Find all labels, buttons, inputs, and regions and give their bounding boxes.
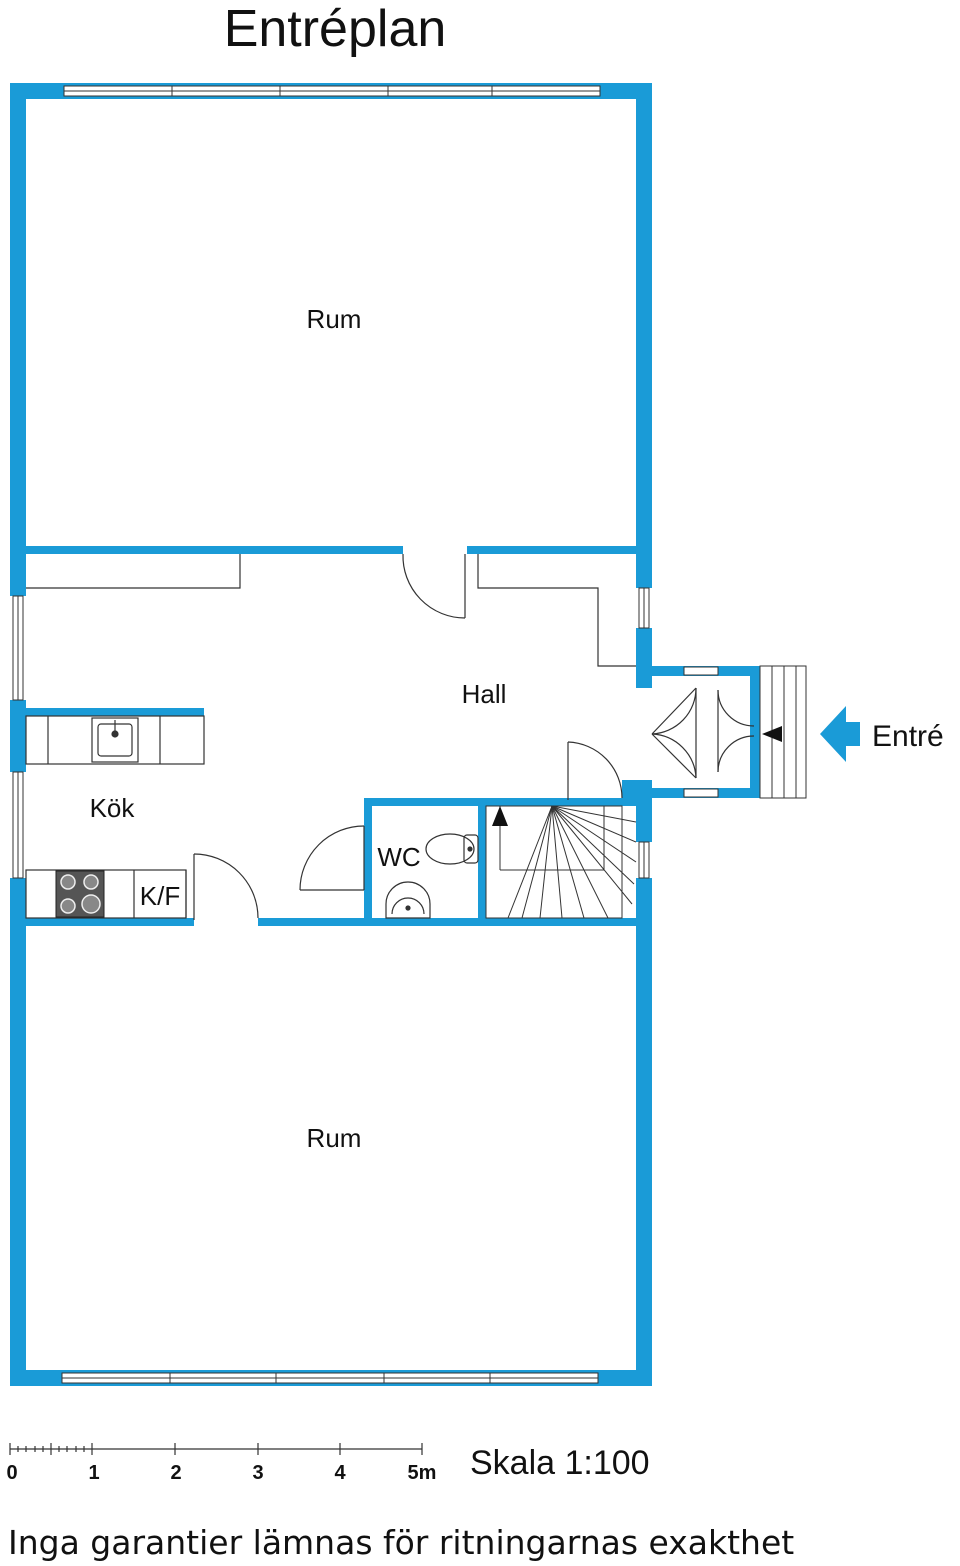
scale-tick-5: 5m bbox=[408, 1462, 437, 1484]
scale-tick-0: 0 bbox=[6, 1462, 17, 1484]
door-bottom-room bbox=[193, 853, 259, 920]
wall-stair-corner bbox=[622, 780, 636, 806]
wall-left-2 bbox=[10, 700, 26, 772]
wall-right-4 bbox=[636, 878, 652, 1386]
door-vestibule-outer bbox=[717, 689, 755, 773]
walls bbox=[10, 83, 760, 1386]
washbasin-icon bbox=[385, 881, 431, 919]
wall-wc-top bbox=[364, 798, 622, 806]
door-top-room bbox=[402, 553, 466, 619]
disclaimer-text: Inga garantier lämnas för ritningarnas e… bbox=[8, 1523, 794, 1562]
door-stair bbox=[567, 741, 623, 800]
wall-left-3 bbox=[10, 878, 26, 1386]
wardrobe-right bbox=[477, 554, 636, 667]
room-label-kf: K/F bbox=[140, 881, 180, 911]
scale-label: Skala 1:100 bbox=[470, 1444, 650, 1482]
scale-bar bbox=[9, 1443, 423, 1455]
window-vestibule-bottom bbox=[683, 788, 719, 798]
wall-interior-bottom-1 bbox=[26, 918, 194, 926]
room-label-rum-top: Rum bbox=[307, 304, 362, 334]
window-vestibule-top bbox=[683, 666, 719, 676]
wall-interior-top-left bbox=[26, 546, 403, 554]
kitchen-sink-icon bbox=[91, 717, 139, 763]
scale-ticks: 0 1 2 3 4 5m bbox=[6, 1462, 436, 1484]
room-label-rum-bottom: Rum bbox=[307, 1123, 362, 1153]
toilet-icon bbox=[425, 833, 479, 865]
wall-wc-left bbox=[364, 798, 372, 922]
door-vestibule-inner bbox=[651, 687, 697, 779]
door-wc bbox=[299, 825, 365, 891]
scale-tick-3: 3 bbox=[252, 1462, 263, 1484]
room-label-kok: Kök bbox=[90, 793, 136, 823]
wall-left-1 bbox=[10, 83, 26, 596]
stove-icon bbox=[55, 870, 105, 918]
wall-right-2 bbox=[636, 628, 652, 688]
windows bbox=[12, 85, 719, 1384]
entrance-arrow-small-icon bbox=[762, 726, 782, 742]
stair-up-arrow-icon bbox=[492, 806, 508, 826]
scale-tick-4: 4 bbox=[334, 1462, 346, 1484]
entrance-steps bbox=[759, 665, 807, 799]
room-label-wc: WC bbox=[377, 842, 420, 872]
wall-interior-top-right bbox=[467, 546, 636, 554]
staircase bbox=[485, 805, 637, 919]
scale-tick-2: 2 bbox=[170, 1462, 181, 1484]
doors bbox=[193, 553, 755, 920]
plan-title: Entréplan bbox=[224, 0, 447, 58]
wall-right-1 bbox=[636, 83, 652, 588]
scale-tick-1: 1 bbox=[88, 1462, 99, 1484]
wall-wc-right bbox=[478, 798, 486, 922]
wardrobe-left bbox=[26, 554, 241, 589]
wall-kitchen-partition bbox=[26, 708, 204, 716]
entrance-arrow-icon bbox=[820, 706, 860, 762]
entrance-label: Entré bbox=[872, 720, 944, 753]
wall-interior-bottom-2 bbox=[258, 918, 636, 926]
wall-vestibule-right bbox=[750, 666, 760, 798]
kitchen-counter bbox=[25, 715, 205, 765]
room-label-hall: Hall bbox=[462, 679, 507, 709]
fixtures bbox=[25, 554, 636, 919]
